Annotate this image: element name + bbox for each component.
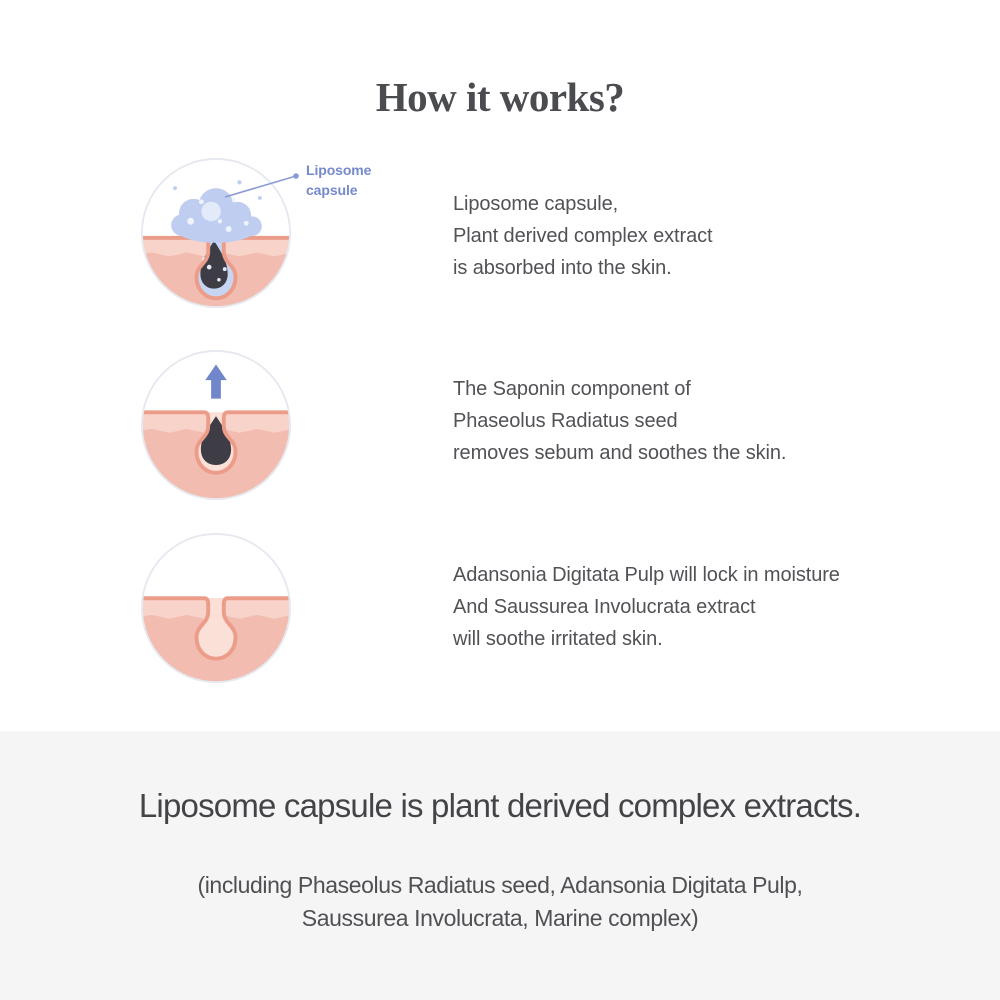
step-line: The Saponin component of (453, 378, 691, 400)
step-line: will soothe irritated skin. (453, 628, 663, 650)
step-line: Plant derived complex extract (453, 225, 713, 247)
pore-liposome-absorption-illustration (140, 157, 292, 309)
summary-heading: Liposome capsule is plant derived comple… (138, 787, 862, 824)
skin-surface-and-pore-outline (141, 235, 291, 301)
skin-surface-and-pore-outline (141, 410, 291, 475)
subtext-line: (including Phaseolus Radiatus seed, Adan… (197, 872, 803, 898)
skin-surface-and-pore-outline (141, 596, 291, 661)
summary-subtext: (including Phaseolus Radiatus seed, Adan… (0, 869, 1000, 935)
liposome-summary-section: Liposome capsule is plant derived comple… (0, 731, 1000, 1000)
step-line: And Saussurea Involucrata extract (453, 596, 756, 618)
step-line: is absorbed into the skin. (453, 257, 672, 279)
label-line: Liposome (306, 162, 372, 178)
pore-interior (196, 598, 236, 658)
liposome-foam-bubbles (171, 180, 262, 243)
label-connector-line (224, 173, 299, 198)
step-3-description: Adansonia Digitata Pulp will lock in moi… (453, 559, 840, 655)
subtext-line: Saussurea Involucrata, Marine complex) (301, 905, 699, 931)
step-1-description: Liposome capsule, Plant derived complex … (453, 188, 713, 284)
step-line: Adansonia Digitata Pulp will lock in moi… (453, 564, 840, 586)
sebum-removal-illustration (140, 349, 292, 501)
step-2-description: The Saponin component of Phaseolus Radia… (453, 373, 786, 469)
up-arrow-icon (205, 364, 227, 399)
step-line: Phaseolus Radiatus seed (453, 410, 678, 432)
liposome-capsule-label: Liposome capsule (306, 160, 371, 200)
step-line: Liposome capsule, (453, 193, 619, 215)
clean-pore-illustration (140, 532, 292, 684)
page-title: How it works? (375, 74, 625, 120)
label-line: capsule (306, 182, 358, 198)
step-line: removes sebum and soothes the skin. (453, 442, 787, 464)
